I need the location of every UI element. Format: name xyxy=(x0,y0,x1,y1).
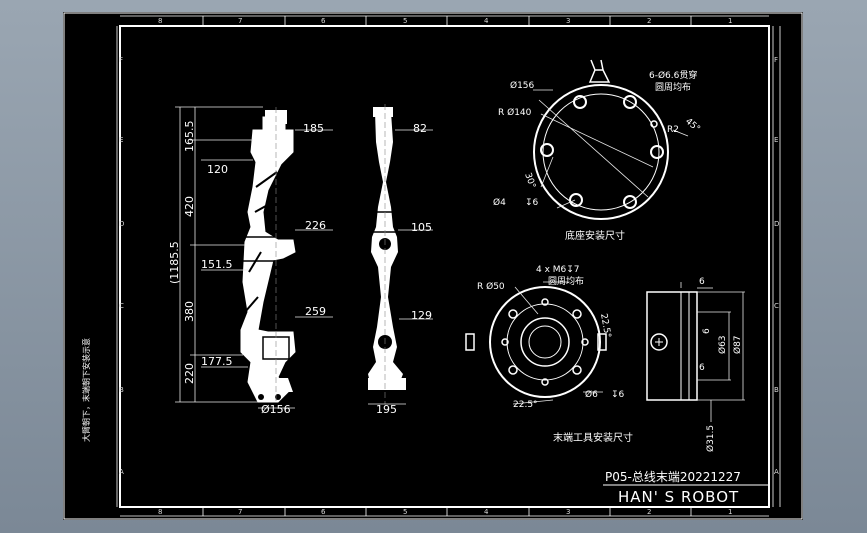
col-label: 7 xyxy=(238,17,242,25)
section-d2: Ø63 xyxy=(717,335,728,354)
dim-165: 165.5 xyxy=(183,121,196,153)
dim-226: 226 xyxy=(305,219,326,232)
front-view-dimensions xyxy=(368,129,433,405)
dim-220: 220 xyxy=(183,363,196,384)
base-mount-labels: Ø156 R Ø140 6-Ø6.6贯穿 圆周均布 Ø4 ↧6 30° 45° … xyxy=(493,69,702,242)
cad-drawing: 8 7 6 5 4 3 2 1 8 7 6 5 4 3 2 1 F E D C … xyxy=(63,12,803,520)
row-label: E xyxy=(119,136,123,144)
base-pcd: R Ø140 xyxy=(498,107,532,118)
row-label: F xyxy=(119,56,123,64)
col-label: 5 xyxy=(403,17,407,25)
col-label: 2 xyxy=(647,508,651,516)
flange-threads-note: 圆周均布 xyxy=(548,275,584,287)
row-label: C xyxy=(774,302,779,310)
col-label: 6 xyxy=(321,508,326,516)
dim-420: 420 xyxy=(183,196,196,217)
column-labels: 8 7 6 5 4 3 2 1 8 7 6 5 4 3 2 1 xyxy=(158,17,732,516)
col-label: 1 xyxy=(728,508,732,516)
dim-195: 195 xyxy=(376,403,397,416)
side-view-labels: 165.5 420 (1185.5 380 220 120 151.5 177.… xyxy=(168,121,326,417)
flange-mount-labels: R Ø50 4 x M6↧7 圆周均布 22.5° 22.5° Ø6 ↧6 末端… xyxy=(477,265,633,444)
base-mount-view xyxy=(533,59,689,220)
row-label: E xyxy=(774,136,778,144)
dim-1185: (1185.5 xyxy=(168,241,181,284)
dim-380: 380 xyxy=(183,301,196,322)
side-view-dimensions xyxy=(175,106,333,409)
col-label: 7 xyxy=(238,508,242,516)
base-angle-2: 45° xyxy=(683,117,702,135)
row-label: B xyxy=(119,386,124,394)
dim-120: 120 xyxy=(207,163,228,176)
base-pin-depth: ↧6 xyxy=(525,198,539,208)
drawing-sheet: 8 7 6 5 4 3 2 1 8 7 6 5 4 3 2 1 F E D C … xyxy=(63,12,803,520)
dim-129: 129 xyxy=(411,309,432,322)
col-label: 8 xyxy=(158,508,162,516)
row-labels: F E D C B A F E D C B A xyxy=(119,56,779,476)
dim-259: 259 xyxy=(305,305,326,318)
flange-threads: 4 x M6↧7 xyxy=(536,265,580,275)
title-block: P05-总线末端20221227 HAN' S ROBOT xyxy=(603,470,769,506)
row-label: C xyxy=(119,302,124,310)
base-angle-1: 30° xyxy=(522,172,537,190)
robot-front-view xyxy=(368,104,406,404)
dim-105: 105 xyxy=(411,221,432,234)
flange-angle-1: 22.5° xyxy=(598,313,612,339)
robot-side-view xyxy=(240,107,298,404)
company-name: HAN' S ROBOT xyxy=(618,488,739,506)
front-view-labels: 82 105 129 195 xyxy=(376,122,432,416)
dim-82: 82 xyxy=(413,122,427,135)
col-label: 8 xyxy=(158,17,162,25)
col-label: 3 xyxy=(566,17,570,25)
col-label: 3 xyxy=(566,508,570,516)
col-label: 4 xyxy=(484,17,489,25)
dim-151: 151.5 xyxy=(201,258,233,271)
base-side-r: R2 xyxy=(667,125,679,135)
inner-frame xyxy=(119,25,770,508)
section-d3: 6 xyxy=(702,328,712,334)
dim-177: 177.5 xyxy=(201,355,233,368)
flange-pin-depth: ↧6 xyxy=(611,390,625,400)
flange-section-view xyxy=(646,282,745,422)
flange-mount-title: 末端工具安装尺寸 xyxy=(553,431,633,444)
dim-base-dia: Ø156 xyxy=(261,403,291,416)
col-label: 4 xyxy=(484,508,489,516)
flange-mount-view xyxy=(465,281,607,405)
base-mount-title: 底座安装尺寸 xyxy=(565,229,625,242)
row-label: A xyxy=(774,468,779,476)
base-pin: Ø4 xyxy=(493,197,506,208)
col-label: 1 xyxy=(728,17,732,25)
section-dim-top: 6 xyxy=(699,277,705,287)
col-label: 5 xyxy=(403,508,407,516)
column-ticks xyxy=(202,16,692,516)
section-d4: 6 xyxy=(699,363,705,373)
flange-section-labels: 6 Ø87 Ø63 6 6 Ø31.5 xyxy=(699,277,743,452)
row-label: D xyxy=(774,220,779,228)
base-holes: 6-Ø6.6贯穿 xyxy=(649,69,697,81)
outer-frame xyxy=(63,12,803,520)
col-label: 2 xyxy=(647,17,651,25)
row-label: D xyxy=(119,220,124,228)
flange-pin: Ø6 xyxy=(585,389,598,400)
row-label: B xyxy=(774,386,779,394)
base-holes-note: 圆周均布 xyxy=(655,81,691,93)
col-label: 6 xyxy=(321,17,326,25)
row-label: A xyxy=(119,468,124,476)
side-note: 大臂朝下，末端朝下安装示意 xyxy=(81,338,91,442)
flange-angle-2: 22.5° xyxy=(513,400,538,410)
section-d1: Ø87 xyxy=(732,335,743,354)
flange-pcd: R Ø50 xyxy=(477,281,505,292)
dim-185: 185 xyxy=(303,122,324,135)
section-bore: Ø31.5 xyxy=(705,425,716,452)
base-dia-outer: Ø156 xyxy=(510,80,535,91)
row-label: F xyxy=(774,56,778,64)
drawing-title: P05-总线末端20221227 xyxy=(605,470,741,484)
